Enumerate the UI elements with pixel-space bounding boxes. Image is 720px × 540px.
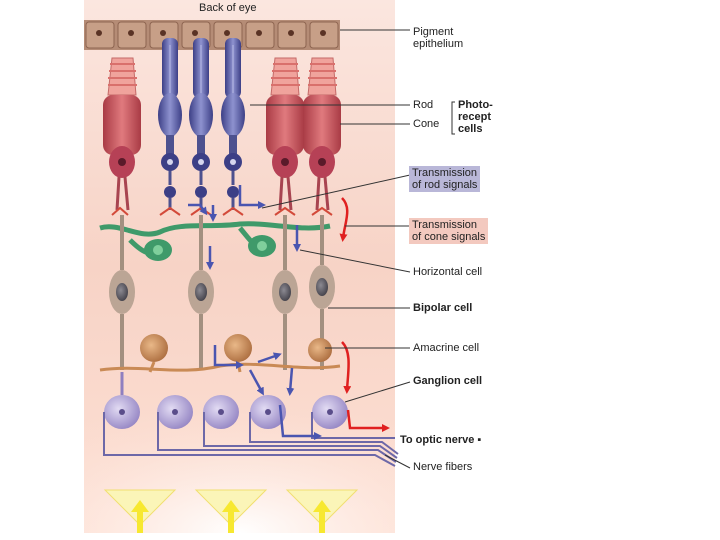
ganglion-cell xyxy=(250,395,286,429)
transmission-rod-label-line2: of rod signals xyxy=(412,179,478,191)
rod-cell xyxy=(189,38,213,210)
cone-cell xyxy=(103,57,141,211)
light-arrows xyxy=(103,489,359,533)
cone-label: Cone xyxy=(413,118,440,130)
transmission-cone-label-line2: of cone signals xyxy=(412,231,486,243)
ganglion-cell xyxy=(157,395,193,429)
pigment-epithelium-label-line2: epithelium xyxy=(413,38,464,50)
rod-signal-arrows xyxy=(188,185,322,440)
pigment-epithelium-label: Pigment epithelium xyxy=(413,26,463,50)
ganglion-cell-label: Ganglion cell xyxy=(413,375,483,387)
bipolar-cell xyxy=(188,215,214,370)
rod-cell xyxy=(221,38,245,210)
photoreceptor-label-line3: cells xyxy=(458,123,483,135)
photoreceptor-label-line2: recept xyxy=(458,111,492,123)
optic-nerve-label-text: To optic nerve xyxy=(400,434,475,446)
ganglion-cell xyxy=(312,395,348,429)
cone-cell xyxy=(303,57,341,211)
leader-lines xyxy=(250,29,455,469)
rod-cell xyxy=(158,38,182,210)
photoreceptor-label-line1: Photo- xyxy=(458,99,493,111)
amacrine-cell-label: Amacrine cell xyxy=(413,342,480,354)
cone-signal-arrows xyxy=(339,197,390,432)
cone-cell xyxy=(266,57,304,211)
ganglion-cell xyxy=(203,395,239,429)
ganglion-cell xyxy=(104,372,140,429)
back-of-eye-label: Back of eye xyxy=(199,2,257,14)
transmission-cone-label: Transmission of cone signals xyxy=(409,218,489,244)
pigment-epithelium-label-line1: Pigment xyxy=(413,26,454,38)
transmission-rod-label: Transmission of rod signals xyxy=(409,166,481,192)
horizontal-cell-label: Horizontal cell xyxy=(413,266,483,278)
bipolar-cell xyxy=(272,215,298,370)
pigment-epithelium xyxy=(84,20,340,50)
bipolar-cell xyxy=(109,215,135,370)
transmission-rod-label-line1: Transmission xyxy=(412,167,477,179)
optic-nerve-label: To optic nerve ▪ xyxy=(400,434,481,446)
bullet-icon: ▪ xyxy=(474,434,482,446)
bipolar-cell-label: Bipolar cell xyxy=(413,302,473,314)
nerve-fibers-label: Nerve fibers xyxy=(413,461,473,473)
transmission-cone-label-line1: Transmission xyxy=(412,219,477,231)
photoreceptor-label: Photo- recept cells xyxy=(458,99,493,135)
rod-label: Rod xyxy=(413,99,434,111)
